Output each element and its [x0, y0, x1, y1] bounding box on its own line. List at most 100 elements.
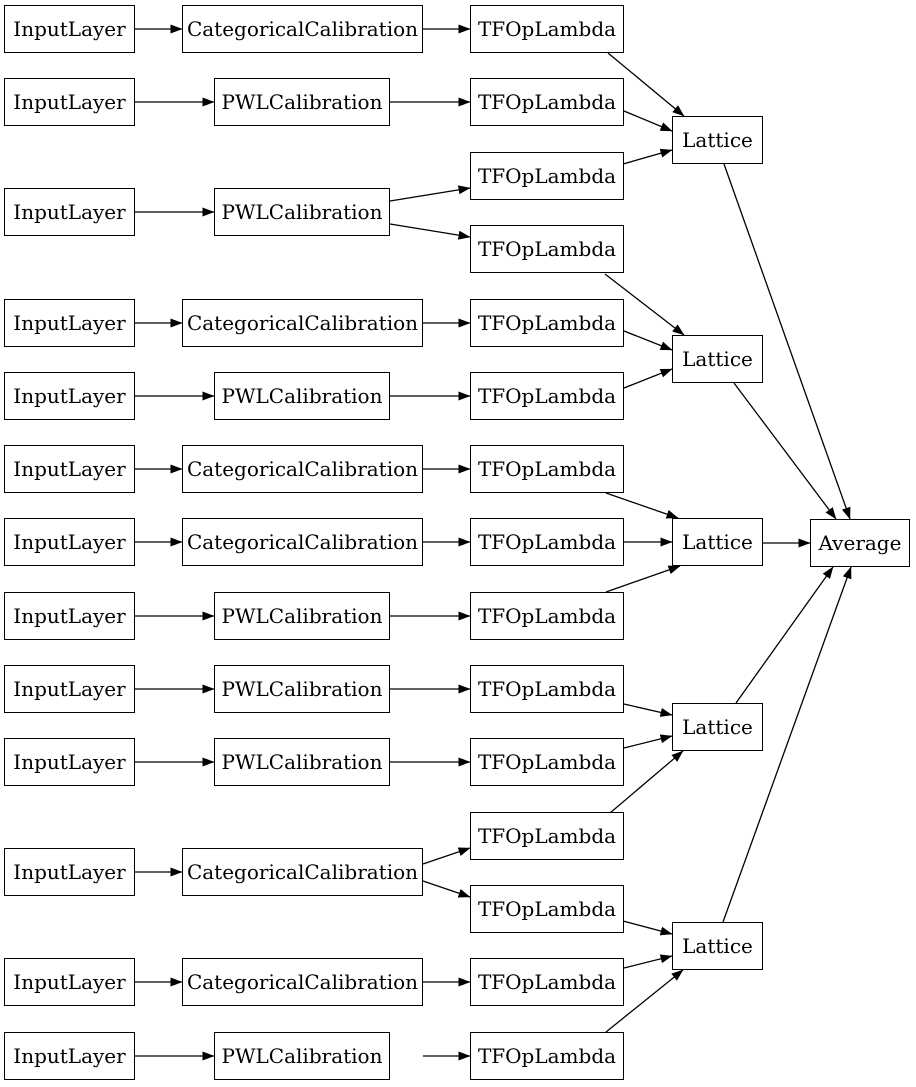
- inputlayer-node: InputLayer: [4, 592, 135, 640]
- pwlcalibration-node: PWLCalibration: [214, 188, 390, 236]
- inputlayer-node: InputLayer: [4, 958, 135, 1006]
- node-label: PWLCalibration: [221, 750, 383, 774]
- edge-cal11-to-tf11a: [422, 847, 471, 865]
- node-label: PWLCalibration: [221, 677, 383, 701]
- node-label: Lattice: [682, 934, 753, 958]
- pwlcalibration-node: PWLCalibration: [214, 1032, 390, 1080]
- edge-lat1-to-avg: [723, 163, 851, 520]
- edge-tf1-to-lat1: [607, 52, 685, 117]
- node-label: TFOpLambda: [477, 824, 617, 848]
- node-label: Lattice: [682, 347, 753, 371]
- tfoplambda-node: TFOpLambda: [470, 738, 624, 786]
- edge-cal3-to-tf3a: [389, 185, 471, 202]
- edge-tf11b-to-lat5: [622, 920, 673, 936]
- lattice-node: Lattice: [672, 335, 763, 383]
- node-label: InputLayer: [13, 200, 126, 224]
- inputlayer-node: InputLayer: [4, 372, 135, 420]
- tfoplambda-node: TFOpLambda: [470, 1032, 624, 1080]
- node-label: TFOpLambda: [477, 750, 617, 774]
- node-label: TFOpLambda: [477, 237, 617, 261]
- node-label: InputLayer: [13, 1044, 126, 1068]
- node-label: Lattice: [682, 715, 753, 739]
- edge-tf11a-to-lat4: [609, 750, 684, 814]
- categoricalcalibration-node: CategoricalCalibration: [182, 299, 423, 347]
- node-label: CategoricalCalibration: [186, 17, 419, 41]
- lattice-node: Lattice: [672, 922, 763, 970]
- inputlayer-node: InputLayer: [4, 78, 135, 126]
- edge-tf5-to-lat2: [623, 368, 673, 389]
- tfoplambda-node: TFOpLambda: [470, 299, 624, 347]
- edge-tf9-to-lat4: [623, 703, 673, 717]
- inputlayer-node: InputLayer: [4, 738, 135, 786]
- edge-tf3a-to-lat1: [622, 148, 673, 165]
- edge-lat5-to-avg: [722, 566, 852, 923]
- node-label: TFOpLambda: [477, 970, 617, 994]
- edge-lat2-to-avg: [733, 382, 837, 520]
- node-label: PWLCalibration: [221, 1044, 383, 1068]
- node-label: TFOpLambda: [477, 677, 617, 701]
- node-label: TFOpLambda: [477, 384, 617, 408]
- pwlcalibration-node: PWLCalibration: [214, 592, 390, 640]
- tfoplambda-node: TFOpLambda: [470, 518, 624, 566]
- inputlayer-node: InputLayer: [4, 5, 135, 53]
- edge-tf13-to-lat5: [605, 969, 684, 1033]
- node-label: PWLCalibration: [221, 384, 383, 408]
- inputlayer-node: InputLayer: [4, 848, 135, 896]
- node-label: InputLayer: [13, 750, 126, 774]
- node-label: CategoricalCalibration: [186, 457, 419, 481]
- node-label: InputLayer: [13, 384, 126, 408]
- node-label: CategoricalCalibration: [186, 970, 419, 994]
- pwlcalibration-node: PWLCalibration: [214, 738, 390, 786]
- edge-tf2-to-lat1: [623, 110, 673, 132]
- tfoplambda-node: TFOpLambda: [470, 5, 624, 53]
- average-node: Average: [810, 519, 910, 567]
- node-label: TFOpLambda: [477, 311, 617, 335]
- node-label: CategoricalCalibration: [186, 860, 419, 884]
- edge-lat4-to-avg: [735, 566, 834, 704]
- node-label: InputLayer: [13, 677, 126, 701]
- categoricalcalibration-node: CategoricalCalibration: [182, 445, 423, 493]
- node-label: Average: [818, 531, 902, 555]
- node-label: TFOpLambda: [477, 17, 617, 41]
- edge-cal11-to-tf11b: [422, 880, 471, 898]
- node-label: PWLCalibration: [221, 200, 383, 224]
- node-label: CategoricalCalibration: [186, 530, 419, 554]
- tfoplambda-node: TFOpLambda: [470, 152, 624, 200]
- node-label: PWLCalibration: [221, 604, 383, 628]
- node-label: InputLayer: [13, 530, 126, 554]
- tfoplambda-node: TFOpLambda: [470, 592, 624, 640]
- node-label: InputLayer: [13, 457, 126, 481]
- node-label: TFOpLambda: [477, 457, 617, 481]
- node-label: TFOpLambda: [477, 530, 617, 554]
- node-label: TFOpLambda: [477, 1044, 617, 1068]
- edge-tf4-to-lat2: [623, 330, 673, 351]
- node-label: InputLayer: [13, 90, 126, 114]
- categoricalcalibration-node: CategoricalCalibration: [182, 848, 423, 896]
- edge-tf10-to-lat4: [623, 734, 673, 749]
- edge-tf6-to-lat3: [605, 492, 679, 519]
- edge-tf12-to-lat5: [623, 954, 673, 969]
- lattice-node: Lattice: [672, 703, 763, 751]
- tfoplambda-node: TFOpLambda: [470, 665, 624, 713]
- pwlcalibration-node: PWLCalibration: [214, 372, 390, 420]
- node-label: TFOpLambda: [477, 90, 617, 114]
- node-label: InputLayer: [13, 311, 126, 335]
- pwlcalibration-node: PWLCalibration: [214, 78, 390, 126]
- tfoplambda-node: TFOpLambda: [470, 445, 624, 493]
- lattice-node: Lattice: [672, 518, 763, 566]
- node-label: TFOpLambda: [477, 897, 617, 921]
- edge-cal3-to-tf3b: [389, 223, 471, 240]
- tfoplambda-node: TFOpLambda: [470, 885, 624, 933]
- node-label: Lattice: [682, 530, 753, 554]
- node-label: PWLCalibration: [221, 90, 383, 114]
- categoricalcalibration-node: CategoricalCalibration: [182, 5, 423, 53]
- pwlcalibration-node: PWLCalibration: [214, 665, 390, 713]
- tfoplambda-node: TFOpLambda: [470, 812, 624, 860]
- node-label: InputLayer: [13, 604, 126, 628]
- node-label: InputLayer: [13, 860, 126, 884]
- node-label: Lattice: [682, 128, 753, 152]
- categoricalcalibration-node: CategoricalCalibration: [182, 958, 423, 1006]
- node-label: TFOpLambda: [477, 604, 617, 628]
- inputlayer-node: InputLayer: [4, 188, 135, 236]
